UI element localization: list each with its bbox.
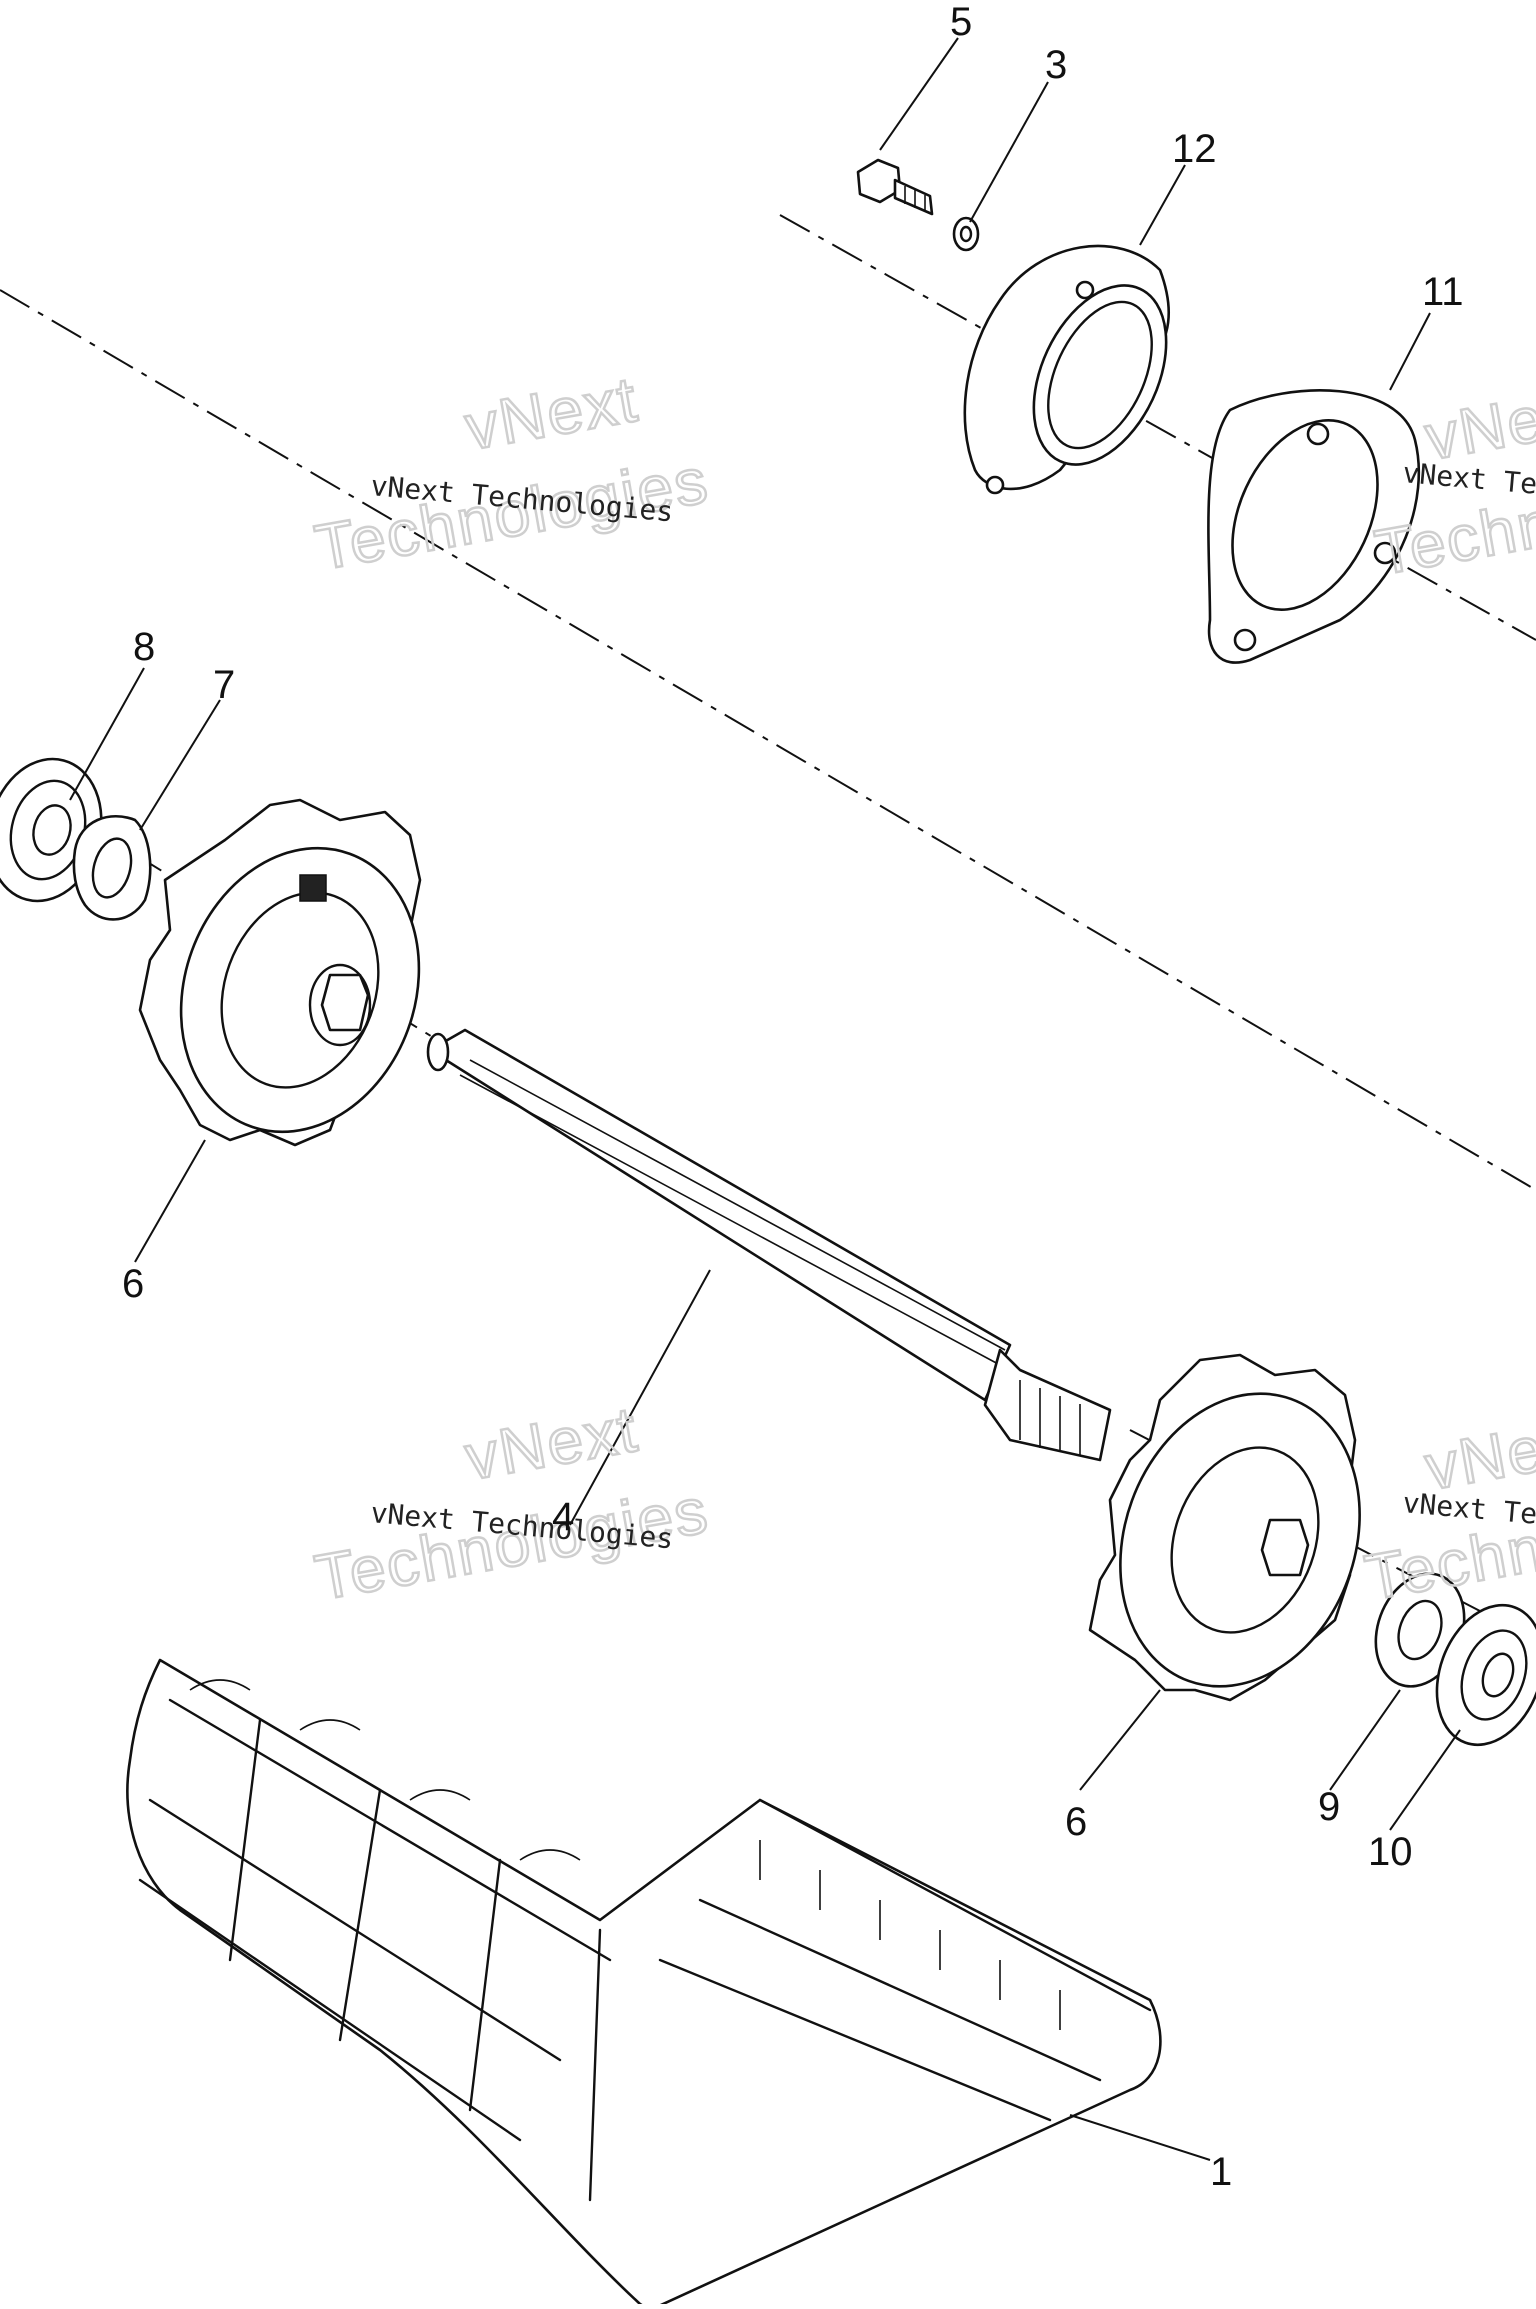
sprocket-left-part-6: [138, 798, 422, 1147]
callout-3: 3: [1045, 43, 1067, 87]
watermark-group-top: vNext Technologies vNext Technologies: [309, 361, 716, 585]
watermark-group-bottom-right: vNext Techno vNext Te: [1359, 1401, 1536, 1615]
washer-part-3: [952, 216, 980, 252]
drive-shaft-part-4: [426, 1028, 1112, 1462]
svg-text:vNext: vNext: [460, 1393, 643, 1494]
track-part-1: [126, 1658, 1162, 2309]
callout-8: 8: [133, 625, 155, 669]
callout-9: 9: [1318, 1785, 1340, 1829]
leader-lines: [69, 37, 1461, 2161]
callout-numbers: 5 3 12 11 8 7 6 4 6 9 10 1: [122, 0, 1464, 2194]
callout-5: 5: [950, 0, 972, 44]
bolt-part-5: [856, 158, 934, 216]
callout-10: 10: [1368, 1830, 1413, 1874]
watermark-group-bottom: vNext Technologies vNext Technologies: [309, 1391, 716, 1615]
callout-6-left: 6: [122, 1262, 144, 1306]
retaining-plate-part-11: [1207, 389, 1421, 664]
callout-11: 11: [1422, 270, 1464, 314]
sprocket-right-part-6: [1088, 1353, 1361, 1702]
callout-6-right: 6: [1065, 1800, 1087, 1844]
callout-4: 4: [552, 1495, 574, 1539]
callout-1: 1: [1210, 2150, 1232, 2194]
spacer-left-part-7: [72, 815, 152, 921]
callout-12: 12: [1172, 127, 1217, 171]
callout-7: 7: [213, 663, 235, 707]
bearing-right-part-10: [1435, 1603, 1536, 1747]
bearing-housing-part-12: [963, 244, 1170, 495]
svg-text:vNext Te: vNext Te: [1401, 456, 1536, 501]
svg-text:vNext: vNext: [460, 363, 643, 464]
svg-text:vNext Te: vNext Te: [1401, 1486, 1536, 1531]
